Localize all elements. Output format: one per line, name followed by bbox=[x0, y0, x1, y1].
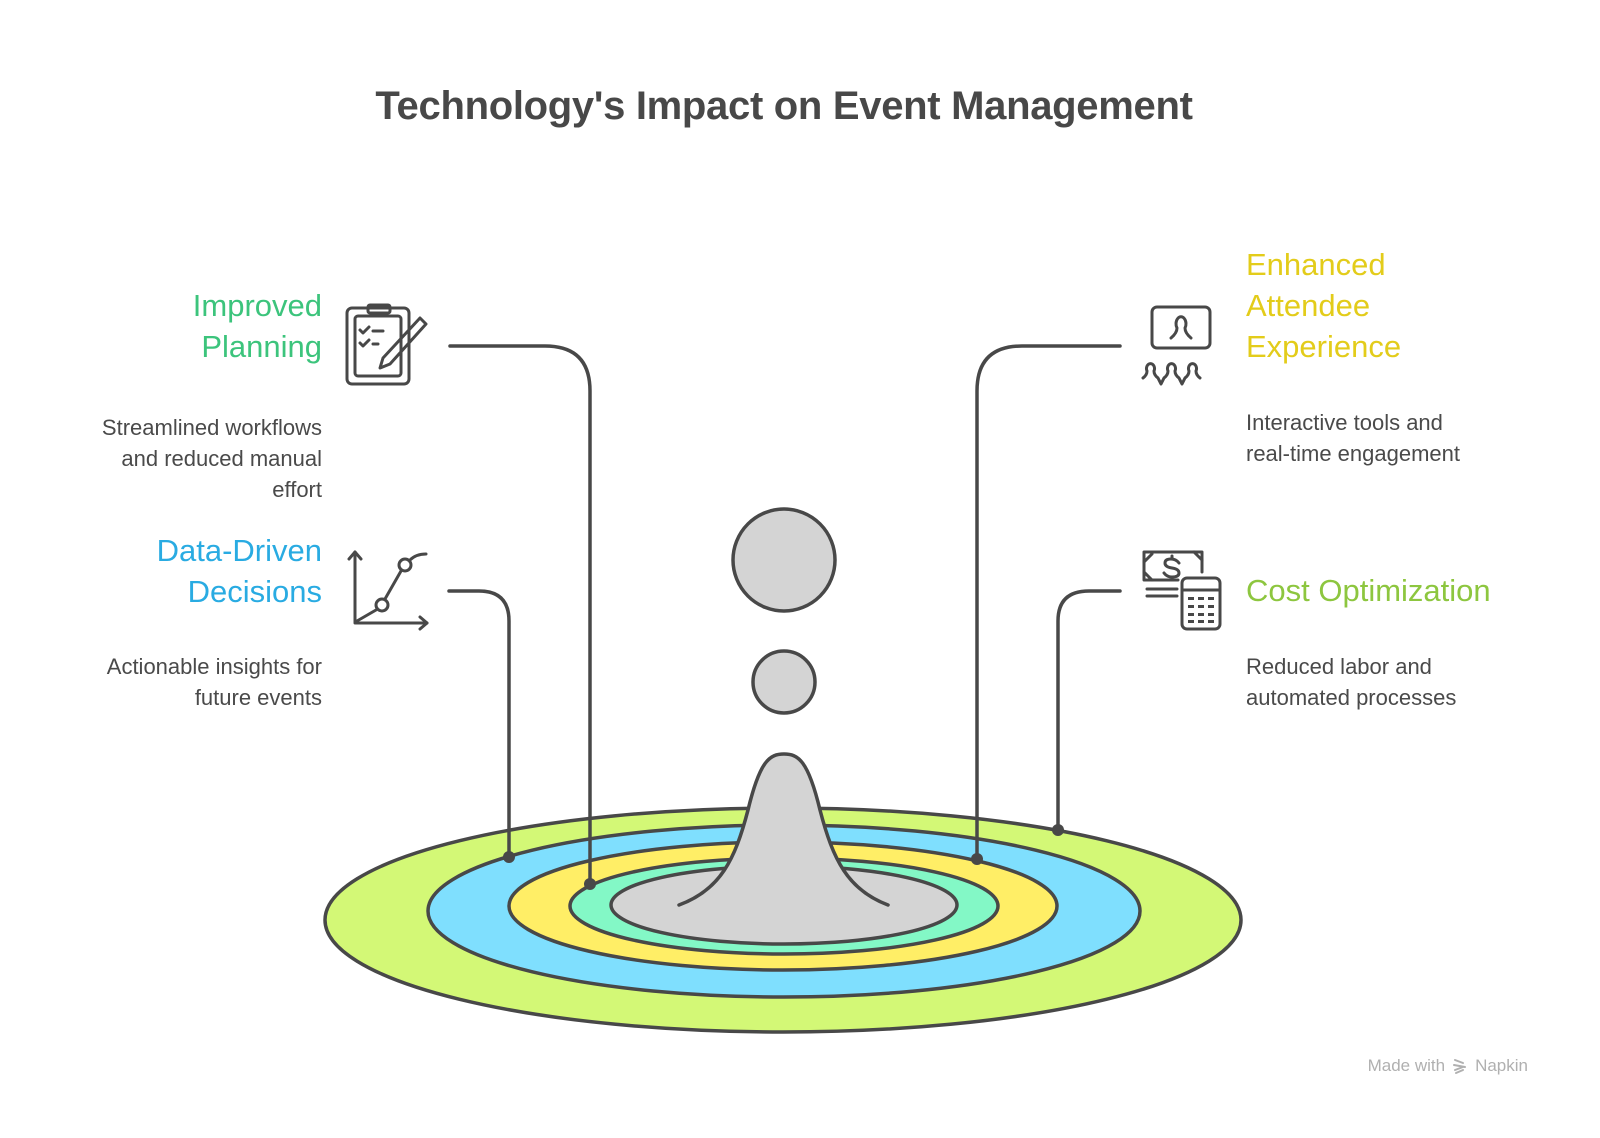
heading-line: Attendee bbox=[1246, 288, 1371, 323]
description-line: future events bbox=[194, 685, 322, 710]
napkin-brand-label: Napkin bbox=[1475, 1056, 1528, 1075]
description-data-driven-decisions: Actionable insights for future events bbox=[107, 651, 322, 713]
heading-line: Decisions bbox=[187, 574, 322, 609]
description-line: Interactive tools and bbox=[1246, 410, 1443, 435]
connector-enhanced-attendee-experience bbox=[975, 344, 1122, 861]
page-title: Technology's Impact on Event Management bbox=[375, 84, 1193, 128]
connector-data-driven-decisions bbox=[447, 589, 511, 859]
napkin-logo-icon bbox=[1453, 1059, 1467, 1074]
droplet-small bbox=[751, 649, 817, 715]
description-line: real-time engagement bbox=[1246, 441, 1461, 466]
calculator-keys bbox=[1188, 597, 1214, 623]
connector-improved-planning bbox=[448, 344, 592, 886]
description-enhanced-attendee-experience: Interactive tools and real-time engageme… bbox=[1246, 407, 1460, 469]
made-with-label: Made with bbox=[1367, 1056, 1446, 1075]
clipboard-pencil-icon bbox=[345, 303, 428, 386]
description-line: Actionable insights for bbox=[106, 654, 322, 679]
heading-line: Data-Driven bbox=[156, 533, 322, 568]
connector-dot bbox=[584, 878, 596, 890]
description-improved-planning: Streamlined workflows and reduced manual… bbox=[102, 412, 322, 505]
footer-attribution: Made with Napkin bbox=[1368, 1056, 1528, 1076]
description-line: effort bbox=[272, 477, 322, 502]
droplet-large bbox=[731, 507, 837, 613]
connector-dot bbox=[971, 853, 983, 865]
money-calculator-icon bbox=[1142, 550, 1222, 631]
heading-enhanced-attendee-experience: Enhanced Attendee Experience bbox=[1246, 244, 1401, 367]
heading-line: Planning bbox=[201, 329, 322, 364]
heading-improved-planning: Improved Planning bbox=[193, 285, 322, 367]
splash-peak bbox=[677, 752, 890, 907]
line-chart-icon bbox=[347, 550, 429, 631]
heading-line: Experience bbox=[1246, 329, 1402, 364]
connector-cost-optimization bbox=[1056, 589, 1122, 832]
heading-cost-optimization: Cost Optimization bbox=[1246, 570, 1491, 611]
heading-data-driven-decisions: Data-Driven Decisions bbox=[157, 530, 322, 612]
audience-presenter-icon bbox=[1141, 305, 1212, 386]
heading-line: Cost Optimization bbox=[1246, 573, 1491, 608]
connector-dot bbox=[1052, 824, 1064, 836]
description-line: and reduced manual bbox=[121, 446, 322, 471]
heading-line: Improved bbox=[192, 288, 322, 323]
connector-dot bbox=[503, 851, 515, 863]
description-line: Reduced labor and bbox=[1246, 654, 1432, 679]
description-line: Streamlined workflows bbox=[101, 415, 322, 440]
description-line: automated processes bbox=[1246, 685, 1457, 710]
heading-line: Enhanced bbox=[1246, 247, 1386, 282]
description-cost-optimization: Reduced labor and automated processes bbox=[1246, 651, 1456, 713]
